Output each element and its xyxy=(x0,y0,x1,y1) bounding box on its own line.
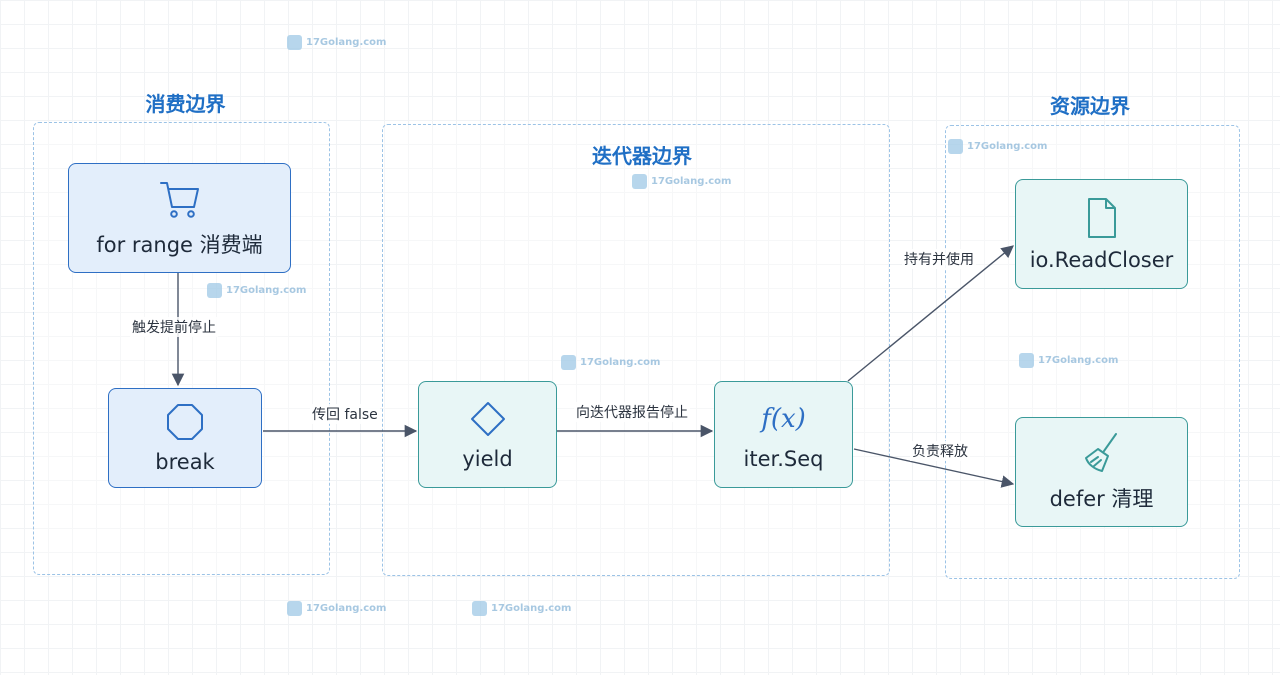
cart-icon xyxy=(159,182,199,218)
watermark-logo-icon xyxy=(287,35,302,50)
edge-label-release: 负责释放 xyxy=(910,441,970,461)
node-iter-seq[interactable]: f(x) iter.Seq xyxy=(714,381,853,488)
watermark: 17Golang.com xyxy=(287,35,386,50)
watermark: 17Golang.com xyxy=(472,601,571,616)
edge-label-trigger-stop: 触发提前停止 xyxy=(130,317,218,337)
edge-label-hold-use: 持有并使用 xyxy=(902,249,976,269)
node-defer[interactable]: defer 清理 xyxy=(1015,417,1188,527)
watermark-logo-icon xyxy=(287,601,302,616)
diamond-icon xyxy=(470,401,505,436)
function-icon: f(x) xyxy=(761,403,806,434)
watermark-logo-icon xyxy=(1019,353,1034,368)
edge-label-pass-false: 传回 false xyxy=(310,404,380,424)
consume-boundary-title: 消费边界 xyxy=(145,92,226,116)
node-for-range[interactable]: for range 消费端 xyxy=(68,163,291,273)
watermark: 17Golang.com xyxy=(207,283,306,298)
iterator-boundary-title: 迭代器边界 xyxy=(592,144,692,168)
watermark-logo-icon xyxy=(207,283,222,298)
node-break-label: break xyxy=(155,450,215,474)
node-read-closer-label: io.ReadCloser xyxy=(1029,248,1174,272)
iterator-boundary-group xyxy=(382,124,890,576)
node-break[interactable]: break xyxy=(108,388,262,488)
node-read-closer[interactable]: io.ReadCloser xyxy=(1015,179,1188,289)
node-for-range-label: for range 消费端 xyxy=(96,233,263,257)
node-iter-seq-label: iter.Seq xyxy=(743,446,824,471)
watermark: 17Golang.com xyxy=(948,139,1047,154)
edge-label-report-stop: 向迭代器报告停止 xyxy=(574,402,690,422)
watermark-logo-icon xyxy=(948,139,963,154)
watermark: 17Golang.com xyxy=(1019,353,1118,368)
watermark: 17Golang.com xyxy=(632,174,731,189)
file-icon xyxy=(1087,198,1116,238)
watermark-logo-icon xyxy=(472,601,487,616)
watermark: 17Golang.com xyxy=(287,601,386,616)
node-defer-label: defer 清理 xyxy=(1049,487,1154,511)
watermark-logo-icon xyxy=(632,174,647,189)
resource-boundary-title: 资源边界 xyxy=(1050,94,1130,118)
watermark: 17Golang.com xyxy=(561,355,660,370)
node-yield-label: yield xyxy=(462,446,513,471)
broom-icon xyxy=(1084,433,1117,472)
octagon-icon xyxy=(167,404,203,440)
node-yield[interactable]: yield xyxy=(418,381,557,488)
watermark-logo-icon xyxy=(561,355,576,370)
